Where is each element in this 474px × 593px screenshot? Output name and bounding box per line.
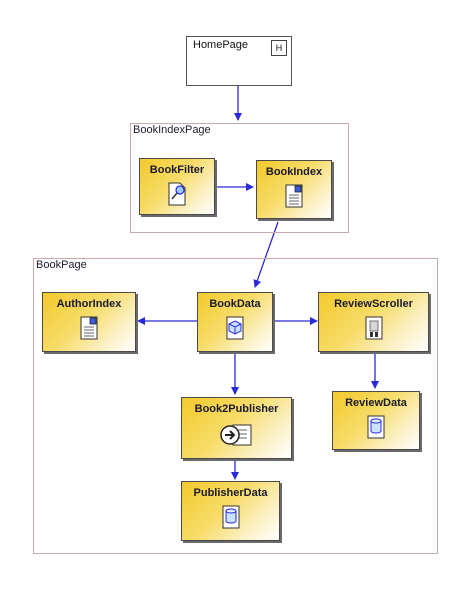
bookindexpage-label: BookIndexPage	[133, 124, 211, 136]
data-cube-icon	[226, 316, 244, 340]
node-reviewdata-label: ReviewData	[345, 397, 407, 409]
node-bookindex-label: BookIndex	[265, 166, 323, 178]
node-publisherdata-label: PublisherData	[193, 487, 268, 499]
index-icon	[285, 184, 303, 208]
bookpage-label: BookPage	[36, 259, 87, 271]
home-marker-icon: H	[271, 40, 287, 56]
bookindexpage-frame[interactable]	[130, 123, 349, 233]
index-icon	[80, 316, 98, 340]
node-bookdata-label: BookData	[209, 298, 261, 310]
node-book2publisher[interactable]: Book2Publisher	[181, 397, 292, 459]
node-bookfilter[interactable]: BookFilter	[139, 158, 215, 215]
search-icon	[168, 182, 186, 206]
node-bookfilter-label: BookFilter	[149, 164, 205, 176]
node-book2publisher-label: Book2Publisher	[194, 403, 279, 415]
database-icon	[367, 415, 385, 439]
arrow-link-icon	[219, 424, 251, 446]
homepage-node[interactable]: HomePage H	[186, 36, 292, 86]
node-publisherdata[interactable]: PublisherData	[181, 481, 280, 541]
homepage-label: HomePage	[193, 39, 249, 51]
node-bookdata[interactable]: BookData	[197, 292, 273, 352]
scroller-icon	[365, 316, 382, 340]
database-icon	[222, 505, 239, 529]
node-reviewscroller[interactable]: ReviewScroller	[318, 292, 429, 352]
node-reviewscroller-label: ReviewScroller	[334, 298, 413, 310]
node-authorindex-label: AuthorIndex	[56, 298, 122, 310]
node-bookindex[interactable]: BookIndex	[256, 160, 332, 219]
node-reviewdata[interactable]: ReviewData	[332, 391, 420, 450]
bookpage-frame[interactable]	[33, 258, 438, 554]
node-authorindex[interactable]: AuthorIndex	[42, 292, 136, 352]
